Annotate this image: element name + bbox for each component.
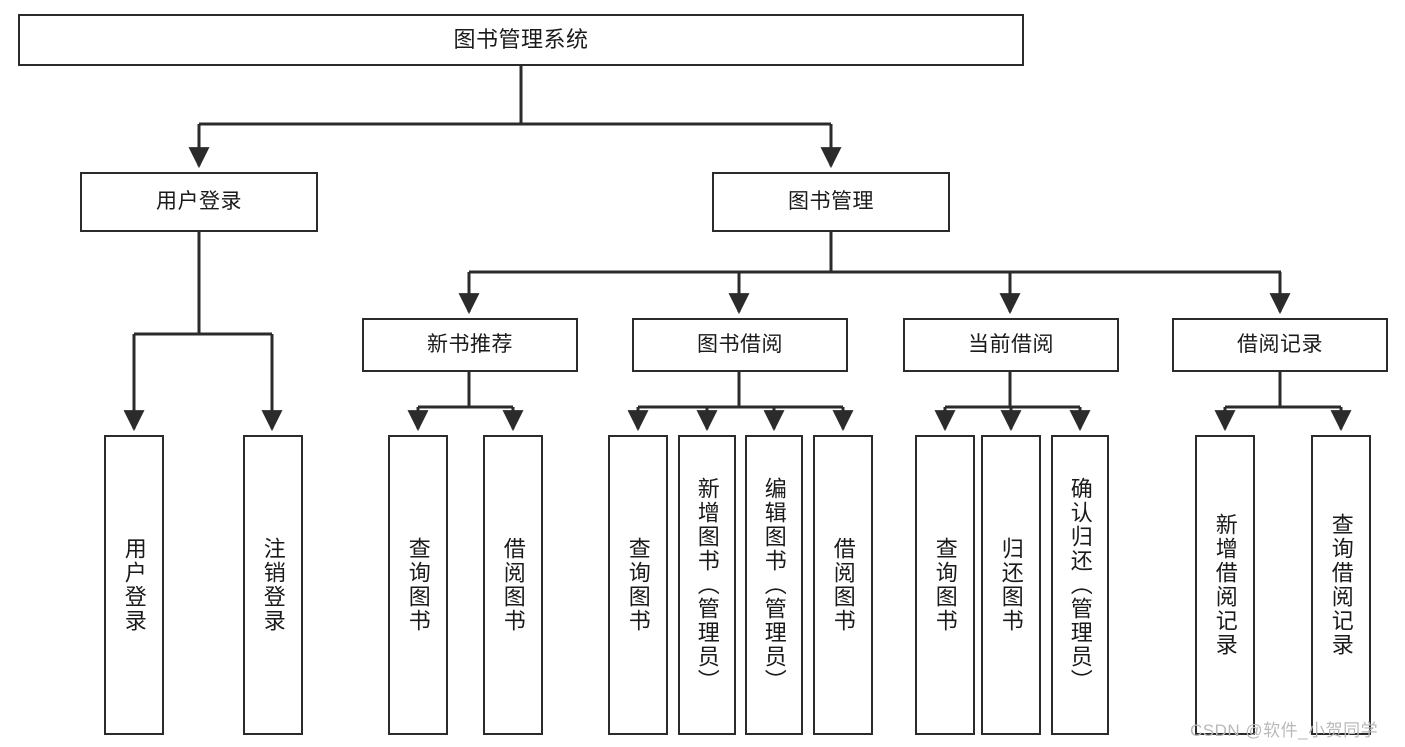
node-leaf-edit-book[interactable]: 编辑图书（管理员）: [745, 435, 803, 735]
node-leaf-confirm-return[interactable]: 确认归还（管理员）: [1051, 435, 1109, 735]
node-leaf-borrow-book-1[interactable]: 借阅图书: [483, 435, 543, 735]
node-root-system[interactable]: 图书管理系统: [18, 14, 1024, 66]
node-leaf-query-record[interactable]: 查询借阅记录: [1311, 435, 1371, 735]
node-user-login[interactable]: 用户登录: [80, 172, 318, 232]
node-new-book-rec[interactable]: 新书推荐: [362, 318, 578, 372]
node-leaf-borrow-book-2[interactable]: 借阅图书: [813, 435, 873, 735]
node-book-borrow[interactable]: 图书借阅: [632, 318, 848, 372]
node-borrow-record[interactable]: 借阅记录: [1172, 318, 1388, 372]
node-leaf-add-book[interactable]: 新增图书（管理员）: [678, 435, 736, 735]
node-leaf-query-book-2[interactable]: 查询图书: [608, 435, 668, 735]
watermark-label: CSDN @软件_小贺同学: [1190, 721, 1379, 740]
node-leaf-user-login[interactable]: 用户登录: [104, 435, 164, 735]
node-book-manage[interactable]: 图书管理: [712, 172, 950, 232]
node-leaf-add-record[interactable]: 新增借阅记录: [1195, 435, 1255, 735]
node-leaf-logout[interactable]: 注销登录: [243, 435, 303, 735]
node-leaf-query-book-3[interactable]: 查询图书: [915, 435, 975, 735]
node-current-borrow[interactable]: 当前借阅: [903, 318, 1119, 372]
node-leaf-query-book-1[interactable]: 查询图书: [388, 435, 448, 735]
node-leaf-return-book[interactable]: 归还图书: [981, 435, 1041, 735]
